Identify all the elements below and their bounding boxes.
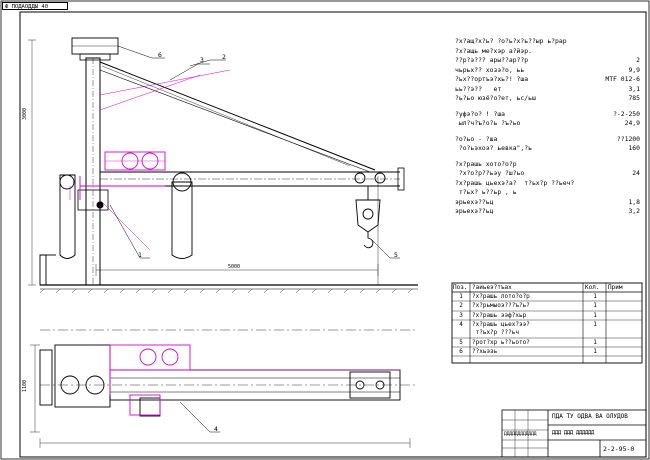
spec-cell-name: ?х?рашь ээф?хьр	[472, 312, 527, 319]
spec-label: эрьехэ??ьц	[455, 207, 494, 215]
callout-3: 3	[200, 56, 204, 64]
title-block	[501, 409, 647, 458]
spec-header-note: Прим	[608, 284, 623, 291]
spec-label: ?уфэ?о? ! ?ша	[455, 109, 506, 118]
title-block-left: ДДДДДДДДДДДД	[504, 432, 537, 437]
spec-cell-pos: 2	[459, 302, 463, 309]
ground-hatching	[39, 288, 413, 294]
spec-label: ?о?ьэхоэ? ьевка",?ь	[455, 144, 532, 152]
spec-cell-qty: 1	[593, 348, 597, 355]
spec-cell-name: ?х?рашь цьех?ээ?	[472, 321, 530, 328]
spec-value: 1,8	[628, 197, 640, 206]
spec-label: ьь??э?? ет	[455, 84, 502, 93]
drawing-number: 2-2-95-0	[603, 445, 635, 453]
spec-cell-qty: 1	[593, 302, 597, 309]
spec-value: 160	[628, 144, 640, 152]
spec-value: 24,9	[624, 119, 640, 127]
hook-block	[354, 172, 386, 249]
spec-label: ?ьх??ортъэ?хь?! ?ша	[455, 75, 529, 83]
spec-value: МТF 012-6	[605, 75, 640, 83]
spec-value: 2	[636, 56, 640, 64]
spec-label: ?о?ьо - ?ша	[455, 134, 498, 143]
dimension-plan: 1100	[22, 379, 28, 392]
callout-4: 4	[214, 425, 218, 433]
spec-value: 24	[632, 169, 640, 177]
dimension-span: 5000	[228, 264, 241, 270]
inner-frame	[19, 11, 647, 458]
spec-value: ??1200	[616, 134, 640, 143]
spec-label: ?х?рашь хото?о?р	[455, 159, 517, 168]
spec-value: 9,9	[628, 65, 640, 74]
spec-label: ыл?ч?ъ?о?ь ?ъ?ьо	[455, 119, 521, 127]
counterweight-arms	[39, 172, 193, 286]
callout-6: 6	[158, 51, 162, 59]
spec-label: эрьехэ??ьц	[455, 197, 494, 206]
spec-cell-qty: 1	[593, 312, 597, 319]
spec-header-name: ?аиьеэ?тъах	[472, 284, 512, 291]
callout-2: 2	[222, 53, 226, 61]
callout-5: 5	[394, 251, 398, 259]
spec-label: ?x?ащь ме?хэр а?йэр.	[455, 46, 532, 55]
plan-view	[39, 329, 418, 417]
spec-value: 785	[628, 94, 640, 102]
callout-1: 1	[138, 251, 142, 259]
spec-cell-pos: 5	[459, 339, 463, 346]
plan-view-magenta	[109, 344, 400, 416]
crane-column	[71, 37, 119, 286]
spec-value: 3,1	[628, 84, 640, 93]
spec-cell-pos: 6	[459, 348, 463, 355]
spec-cell-pos: 3	[459, 312, 463, 319]
spec-label: ?x?ащ?x?ь? ?о?ь?х?ь??ыр ь?рар	[455, 37, 567, 45]
spec-label: т?ьх? ь??ьр , ь	[455, 188, 517, 196]
sheet-stamp: Ф ПОДАОДДЫ 40	[2, 2, 68, 10]
spec-cell-qty: 1	[593, 339, 597, 346]
spec-value: 3,2	[628, 207, 640, 215]
title-block-text: ПДА ТУ ОДВА ВА ОЛУДОВ	[552, 413, 628, 420]
spec-label: чьрьх?? хозэ?о, ьь	[455, 65, 525, 74]
spec-label: ?ь?ьо юзё?о?ет, ьс/ьш	[455, 94, 536, 102]
spec-label: ?х?о?р??ьэу ?ш?ьо	[455, 169, 525, 177]
spec-cell-name: ??хьэзь	[472, 348, 498, 355]
spec-cell-pos: 1	[459, 293, 463, 300]
leader-lines	[109, 45, 400, 433]
spec-cell-name: ?х?рашь лото?о?р	[472, 293, 530, 300]
elevation-dimensions	[28, 39, 379, 286]
spec-value: ?-2-250	[613, 109, 640, 118]
spec-table-grid	[451, 282, 643, 364]
hoist-trolley-magenta	[69, 69, 231, 251]
crane-jib	[99, 61, 405, 191]
spec-header-qty: Кол.	[585, 284, 600, 291]
spec-label: ?х?рашь цьехэ?а? т?ьх?р ??ьеч?	[455, 178, 575, 187]
spec-cell-pos: 4	[459, 321, 463, 328]
spec-header-pos: Поз.	[453, 284, 468, 291]
spec-cell-name: ?рот?хр ь??ьото?	[472, 339, 530, 346]
spec-cell-qty: 1	[593, 293, 597, 300]
spec-cell-qty: 1	[593, 321, 597, 328]
spec-cell-name: т?ьх?р ???ьч	[472, 329, 519, 336]
spec-cell-name: ?х?рьмыоэ???ъ?ь?	[472, 302, 530, 309]
dimension-height: 3000	[22, 107, 28, 120]
title-block-subtext: ДДД ДДД ДДДДДД	[552, 430, 595, 436]
plan-dimensions	[30, 344, 411, 448]
spec-label: ??р?э??? ары??ар??р	[455, 56, 529, 64]
